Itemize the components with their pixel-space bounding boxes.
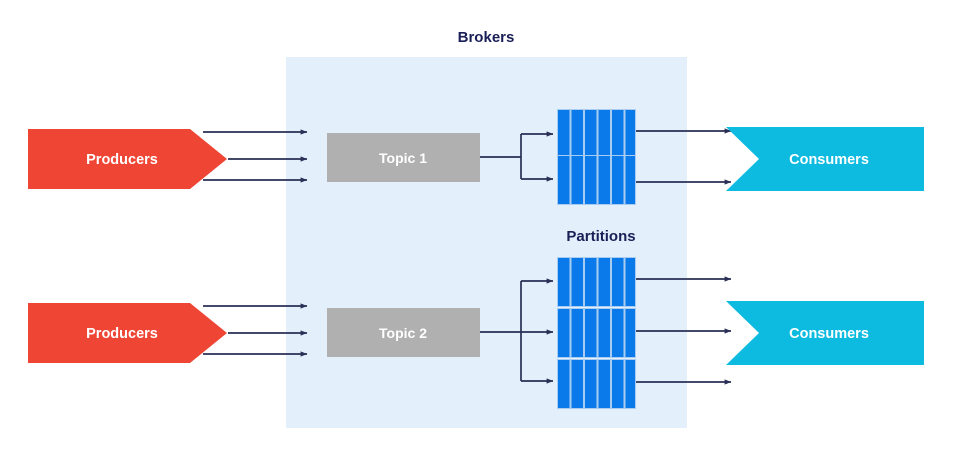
partition-bar bbox=[625, 360, 635, 408]
consumers-shape-1[interactable]: Consumers bbox=[726, 127, 924, 191]
producers-shape-2[interactable]: Producers bbox=[28, 303, 227, 363]
partitions-to-consumers-arrows-2 bbox=[636, 276, 732, 385]
partition-bar bbox=[585, 110, 597, 158]
partition-bar bbox=[571, 309, 583, 357]
partition-bar bbox=[598, 258, 610, 306]
partition-bar bbox=[625, 309, 635, 357]
partition-bar bbox=[598, 156, 610, 204]
row-topic-1: Producers Topic 1 bbox=[28, 109, 924, 205]
row-topic-2: Producers Topic 2 bbox=[28, 257, 924, 409]
partitions-label: Partitions bbox=[566, 228, 635, 245]
partition-bar bbox=[571, 258, 583, 306]
topic-label-2: Topic 2 bbox=[379, 325, 427, 341]
producers-arrow-body-1 bbox=[28, 129, 227, 189]
partition-block-1-1[interactable] bbox=[557, 109, 636, 159]
topic-to-partitions-branch-1 bbox=[480, 131, 554, 182]
partition-bar bbox=[558, 110, 570, 158]
partition-bar bbox=[598, 360, 610, 408]
partition-bar bbox=[585, 360, 597, 408]
partition-block-2-1[interactable] bbox=[557, 257, 636, 307]
partition-block-1-2[interactable] bbox=[557, 155, 636, 205]
brokers-title: Brokers bbox=[458, 29, 515, 46]
producer-to-topic-arrows-1 bbox=[203, 129, 308, 183]
partition-block-2-3[interactable] bbox=[557, 359, 636, 409]
producers-shape-1[interactable]: Producers bbox=[28, 129, 227, 189]
partition-bar bbox=[612, 309, 624, 357]
producers-arrow-body-2 bbox=[28, 303, 227, 363]
producers-label-1: Producers bbox=[86, 152, 158, 168]
consumers-chevron-body-2 bbox=[726, 301, 924, 365]
partition-bar bbox=[585, 258, 597, 306]
consumers-label-1: Consumers bbox=[789, 152, 869, 168]
partition-bar bbox=[612, 156, 624, 204]
partition-bar bbox=[558, 309, 570, 357]
partition-bar bbox=[598, 309, 610, 357]
consumers-label-2: Consumers bbox=[789, 326, 869, 342]
partition-bar bbox=[571, 156, 583, 204]
producer-to-topic-arrows-2 bbox=[203, 303, 308, 357]
partition-bar bbox=[612, 258, 624, 306]
topic-box-2[interactable]: Topic 2 bbox=[327, 308, 480, 357]
topic-rect-2 bbox=[327, 308, 480, 357]
partition-bar bbox=[558, 156, 570, 204]
partition-bar bbox=[625, 110, 635, 158]
partition-bar bbox=[585, 309, 597, 357]
partition-bar bbox=[571, 360, 583, 408]
partition-block-2-2[interactable] bbox=[557, 308, 636, 358]
partition-bar bbox=[625, 156, 635, 204]
partition-bar bbox=[558, 258, 570, 306]
topic-box-1[interactable]: Topic 1 bbox=[327, 133, 480, 182]
partition-bar bbox=[612, 110, 624, 158]
consumers-chevron-body-1 bbox=[726, 127, 924, 191]
partition-bar bbox=[585, 156, 597, 204]
partition-bar bbox=[558, 360, 570, 408]
topic-label-1: Topic 1 bbox=[379, 150, 427, 166]
partition-bar bbox=[571, 110, 583, 158]
topic-rect-1 bbox=[327, 133, 480, 182]
topic-to-partitions-branch-2 bbox=[480, 278, 554, 384]
partition-bar bbox=[612, 360, 624, 408]
partitions-to-consumers-arrows-1 bbox=[636, 128, 732, 185]
partition-bar bbox=[625, 258, 635, 306]
consumers-shape-2[interactable]: Consumers bbox=[726, 301, 924, 365]
producers-label-2: Producers bbox=[86, 326, 158, 342]
partition-bar bbox=[598, 110, 610, 158]
